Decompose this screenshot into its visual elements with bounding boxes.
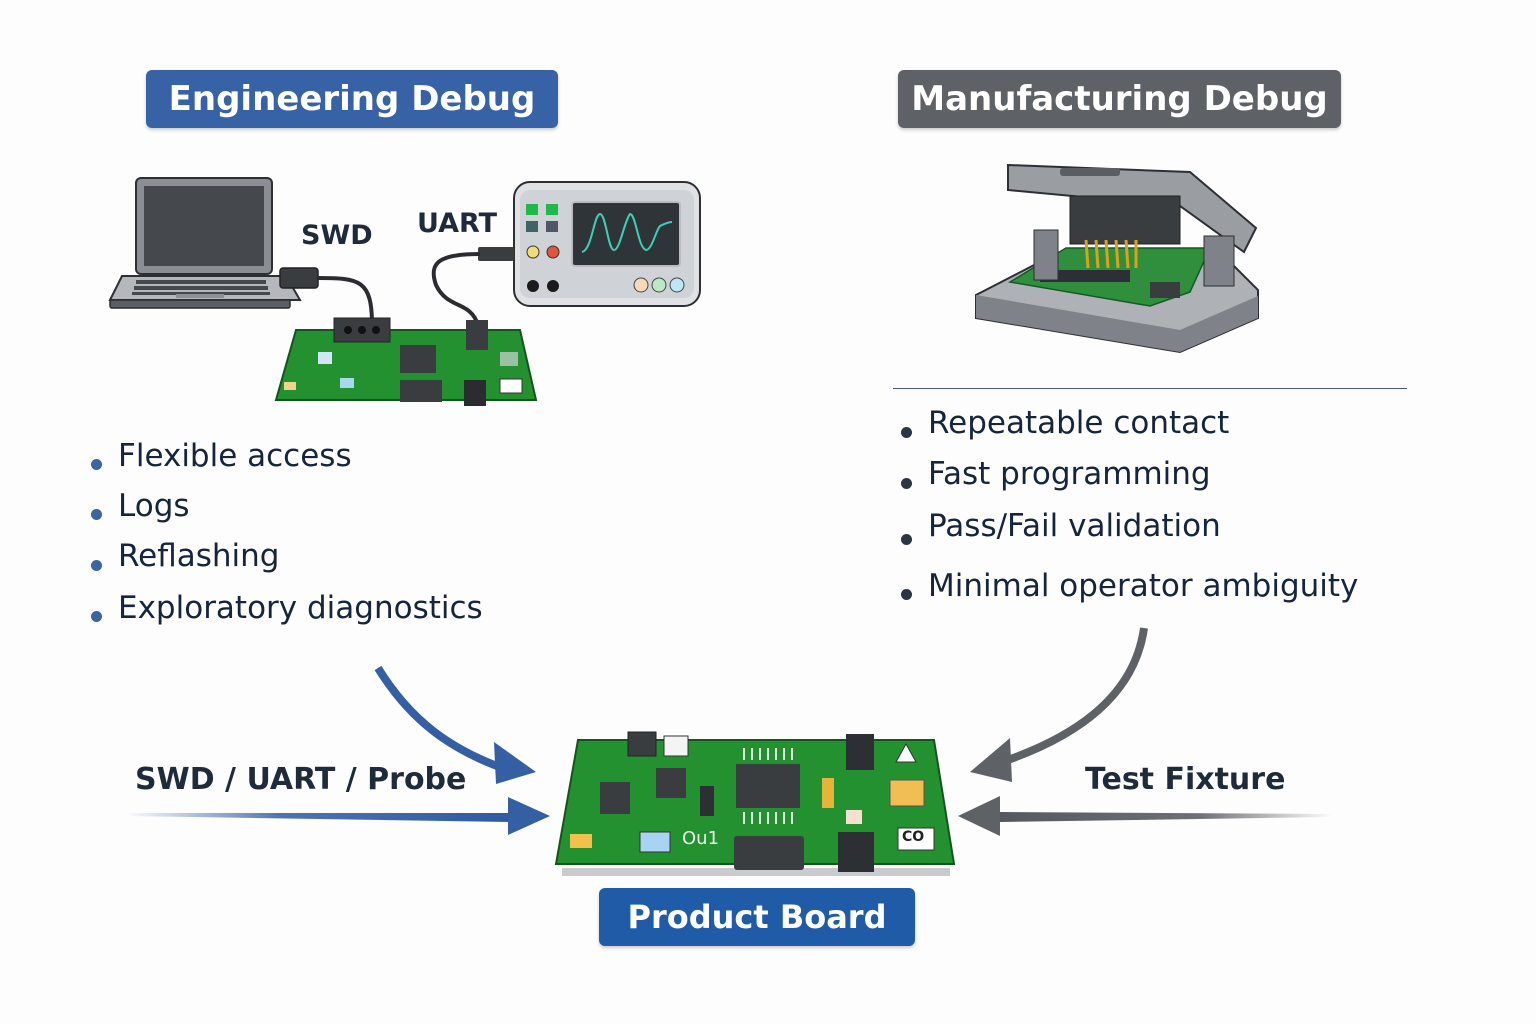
product-board-icon bbox=[554, 731, 956, 876]
bullet-item: Pass/Fail validation bbox=[898, 508, 1358, 568]
bullet-item: Reflashing bbox=[88, 538, 483, 590]
engineering-curved-arrow-icon bbox=[374, 665, 536, 784]
bullet-item: Flexible access bbox=[88, 438, 483, 488]
test-fixture-label: Test Fixture bbox=[1085, 762, 1286, 797]
engineering-pcb-icon bbox=[274, 317, 538, 406]
board-silkscreen: Ou1 bbox=[682, 828, 720, 849]
bullet-item: Logs bbox=[88, 488, 483, 538]
uart-label: UART bbox=[417, 208, 497, 239]
engineering-straight-arrow-icon bbox=[126, 797, 550, 835]
manufacturing-curved-arrow-icon bbox=[970, 627, 1148, 782]
bullet-item: Minimal operator ambiguity bbox=[898, 568, 1358, 618]
bullet-item: Exploratory diagnostics bbox=[88, 590, 483, 640]
oscilloscope-icon bbox=[513, 181, 701, 307]
manufacturing-straight-arrow-icon bbox=[958, 796, 1332, 836]
test-fixture-icon bbox=[975, 163, 1259, 354]
bullet-item: Repeatable contact bbox=[898, 405, 1358, 456]
engineering-bullets: Flexible access Logs Reflashing Explorat… bbox=[88, 438, 483, 640]
manufacturing-divider bbox=[893, 388, 1407, 389]
connector-label: CO bbox=[902, 829, 925, 845]
product-board-label: Product Board bbox=[599, 888, 915, 946]
engineering-debug-header: Engineering Debug bbox=[146, 70, 558, 128]
manufacturing-debug-header: Manufacturing Debug bbox=[898, 70, 1341, 128]
swd-uart-probe-label: SWD / UART / Probe bbox=[135, 762, 467, 797]
laptop-icon bbox=[108, 177, 302, 309]
manufacturing-bullets: Repeatable contact Fast programming Pass… bbox=[898, 405, 1358, 618]
bullet-item: Fast programming bbox=[898, 456, 1358, 508]
swd-label: SWD bbox=[301, 220, 373, 251]
